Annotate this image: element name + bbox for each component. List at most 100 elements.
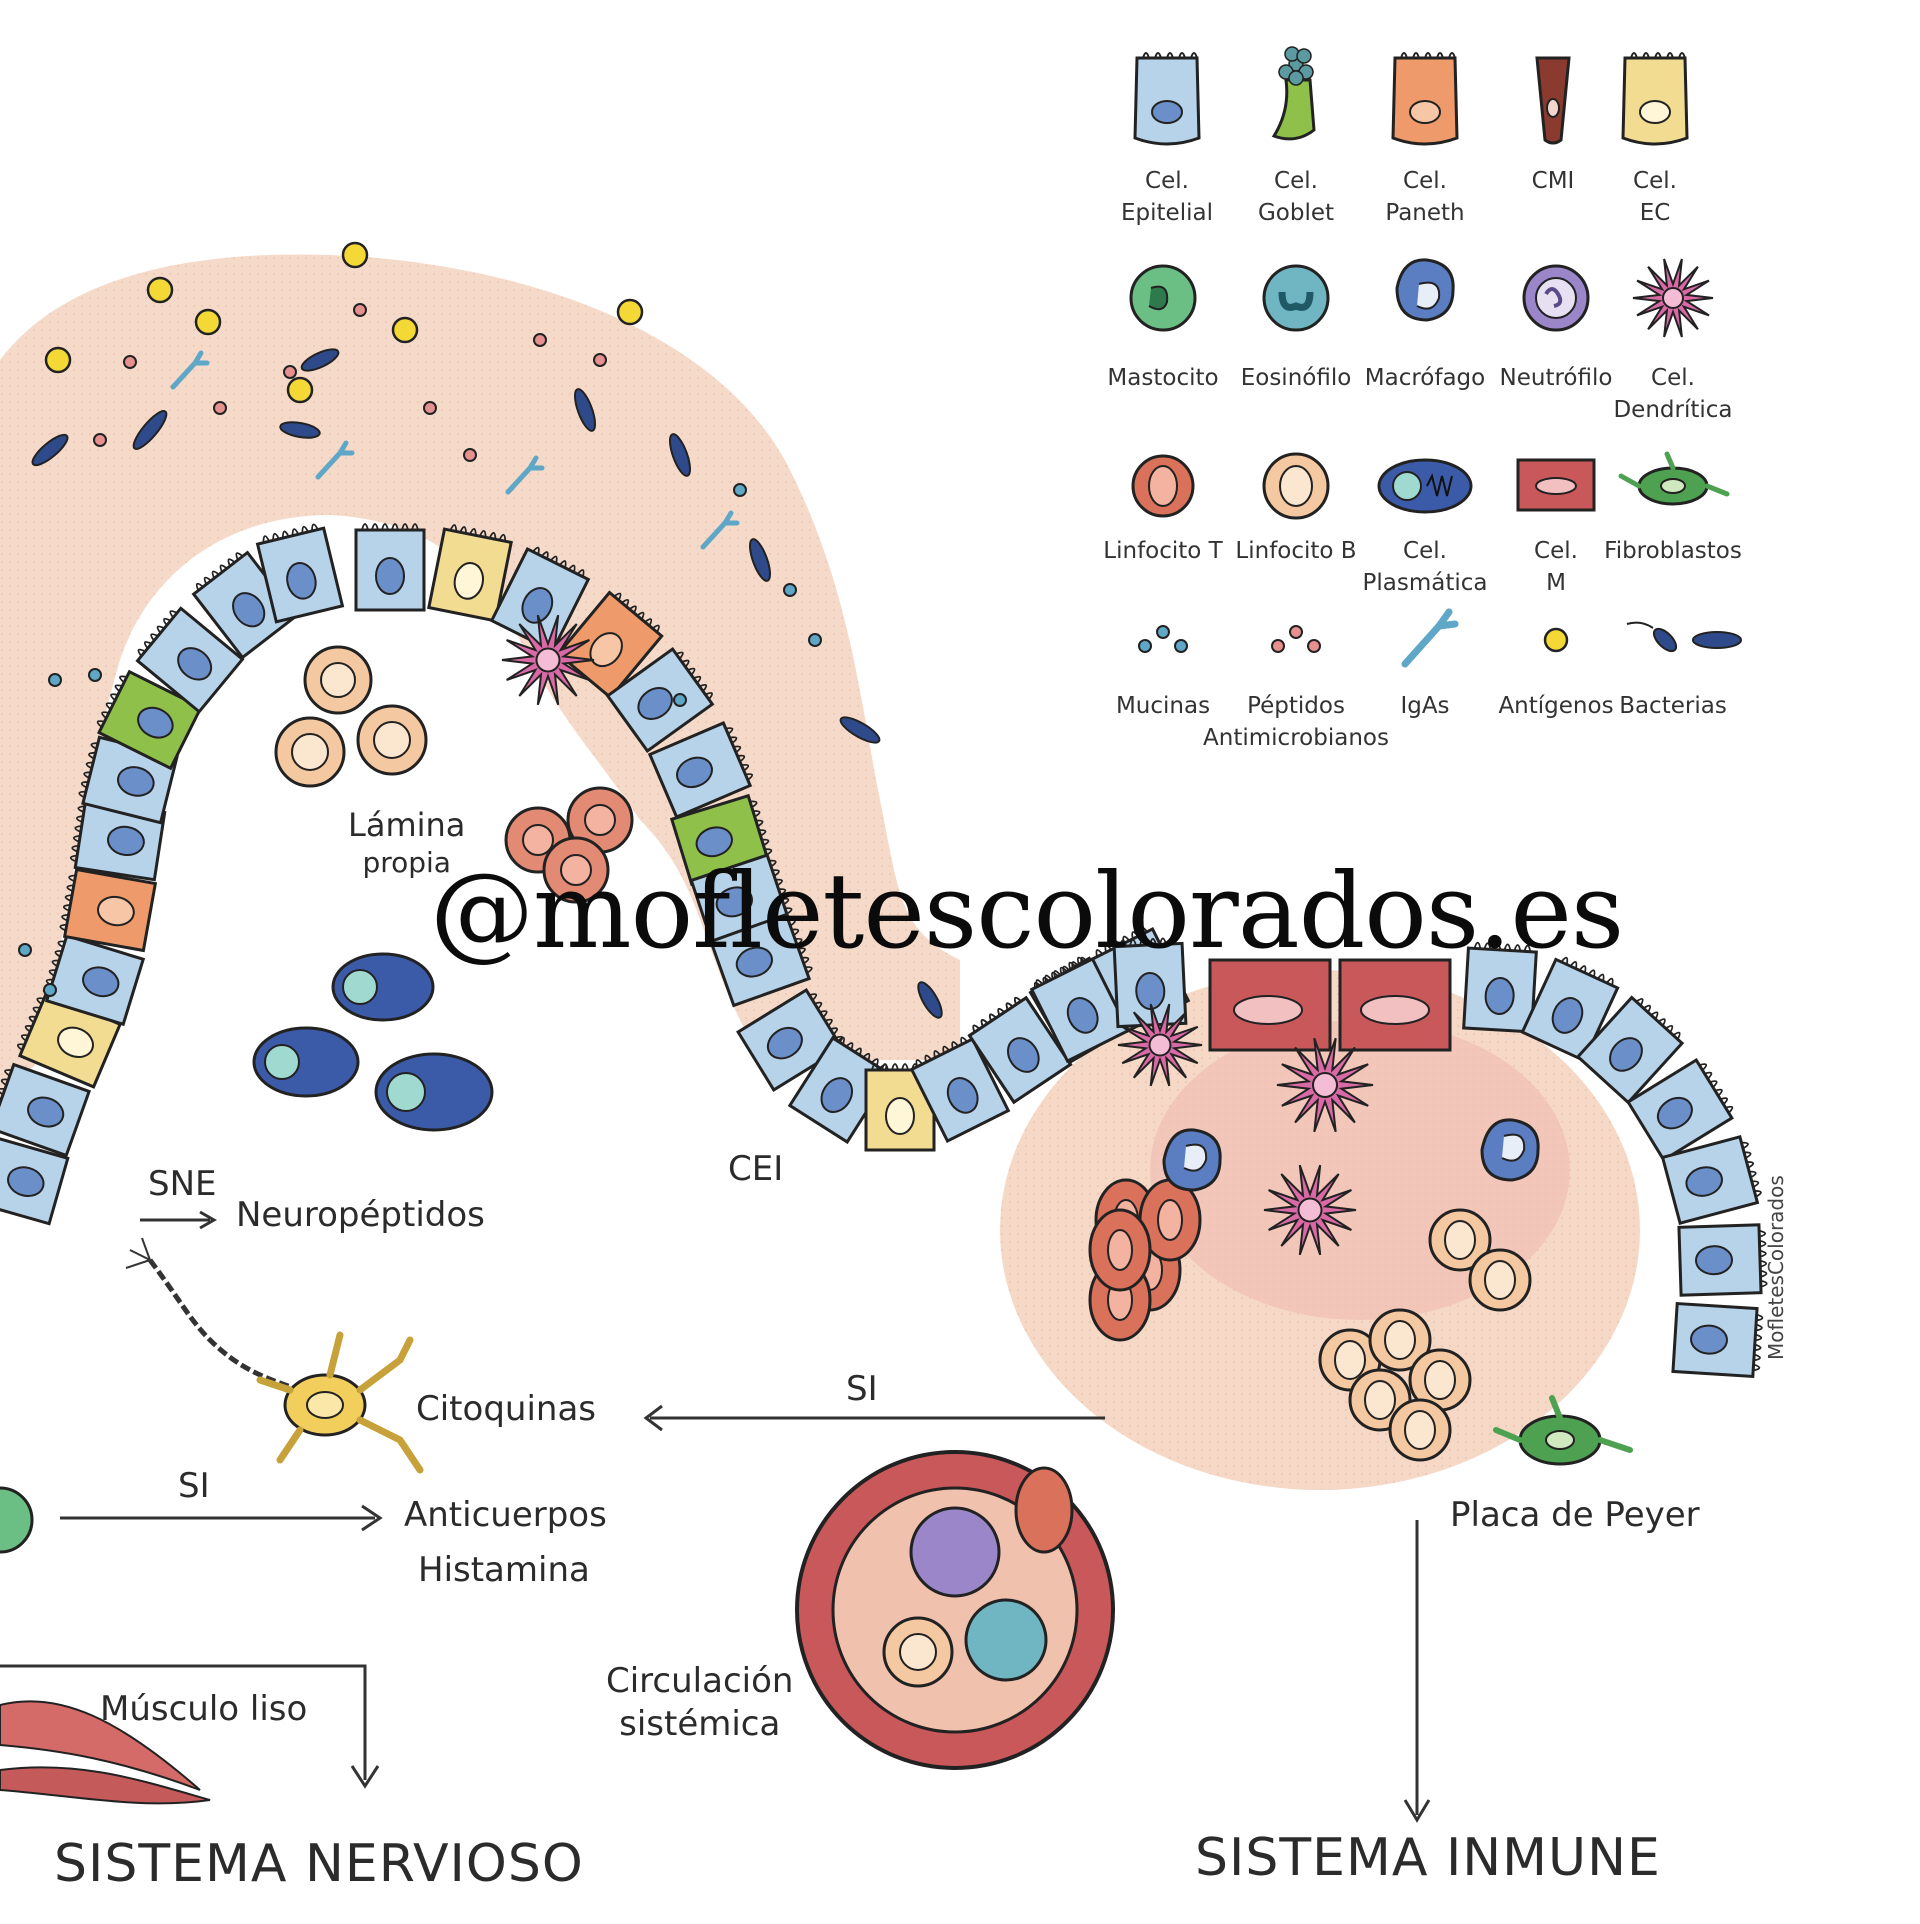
musculo-liso-label: Músculo liso [100,1689,308,1729]
cel-goblet-icon [1271,46,1316,141]
epithelial-cell [59,867,158,953]
cel-ec-icon [1621,52,1689,146]
neutrofilo-icon [1522,264,1590,332]
citoquinas-label: Citoquinas [416,1389,596,1429]
peyer-epithelium [967,936,1768,1379]
legend-label-line: Mastocito [1107,365,1219,391]
peptidos-icon [1271,625,1321,653]
legend-label-cel-plasmatica: Cel. Plasmática [1363,535,1488,599]
sne-label: SNE [148,1164,217,1204]
legend-label-macrofago: Macrófago [1365,362,1485,394]
legend-label-line: Dendrítica [1613,397,1733,424]
legend-label-line: Fibroblastos [1604,538,1742,564]
mastocyte-edge [0,1486,34,1554]
legend-label-line: Mucinas [1115,693,1211,719]
legend-label-eosinofilo: Eosinófilo [1241,362,1352,394]
blood-vessel [795,1450,1115,1770]
cel-paneth-icon [1391,52,1459,146]
smooth-muscle [0,1700,211,1805]
legend-label-neutrofilo: Neutrófilo [1500,362,1613,394]
legend-label-line: Cel. [1534,538,1578,564]
peyer-epithelial-cell [1626,1058,1734,1162]
peyer-epithelial-cell [967,995,1073,1105]
lumen-particles [18,241,943,1019]
legend-label-line: Neutrófilo [1499,365,1613,391]
sistema-nervioso-title: SISTEMA NERVIOSO [54,1834,584,1894]
legend-label-line: Goblet [1257,200,1335,227]
legend-label-line: Cel. [1403,168,1447,194]
legend-label-line: Plasmática [1362,570,1488,597]
legend-label-line: Linfocito T [1103,538,1223,564]
placa-peyer-label: Placa de Peyer [1450,1495,1700,1535]
epithelial-cell [69,798,167,882]
epithelial-cell [42,933,146,1027]
legend-label-line: Cel. [1651,365,1695,391]
legend-label-line: Paneth [1385,200,1465,227]
legend-label-line: CMI [1531,168,1575,194]
legend-label-line: Péptidos [1247,693,1345,719]
legend-label-line: Cel. [1145,168,1189,194]
legend-label-cel-m: Cel.M [1534,535,1578,599]
legend-label-linfocito-b: Linfocito B [1235,535,1356,567]
legend-label-line: Linfocito B [1235,538,1357,564]
legend-label-line: Epitelial [1121,200,1213,227]
linfocito-t-icon [1131,454,1195,518]
peyer-epithelial-cell [1029,956,1131,1063]
legend-label-line: Cel. [1403,538,1447,564]
igas-icon [1401,608,1459,668]
legend-label-cel-paneth: Cel. Paneth [1385,165,1464,229]
legend-label-igas: IgAs [1400,690,1449,722]
legend-label-line: EC [1639,200,1671,227]
enteric-neuron [125,1237,424,1474]
legend-label-line: IgAs [1400,693,1450,719]
bacterias-icon [1626,621,1742,653]
peyer-epithelial-cell [1671,1301,1764,1379]
epithelial-cell [0,1134,70,1226]
epithelial-cell [909,1036,1011,1143]
epithelial-cell [864,1063,936,1152]
mucinas-icon [1138,625,1188,653]
lamina-propia-label: Lámina propia [348,806,466,879]
cel-dendritica-icon [1632,258,1714,338]
legend-label-bacterias: Bacterias [1619,690,1727,722]
peyer-epithelial-cell [1677,1223,1768,1297]
epithelial-cell [255,523,345,624]
fibroblast-peyer [1493,1395,1633,1466]
anticuerpos-label: Anticuerpos [404,1495,607,1535]
peyer-epithelial-cell [1660,1135,1762,1225]
legend-label-linfocito-t: Linfocito T [1103,535,1222,567]
sistema-inmune-title: SISTEMA INMUNE [1195,1828,1661,1888]
legend-label-line: Macrófago [1364,365,1486,391]
epithelial-cell [787,1035,893,1145]
cel-plasmatica-icon [1377,458,1473,514]
legend-label-fibroblastos: Fibroblastos [1604,535,1742,567]
histamina-label: Histamina [418,1550,590,1590]
epithelial-cell [0,1062,92,1158]
epithelial-cell [708,912,813,1008]
mastocito-icon [1129,264,1197,332]
legend-label-cel-ec: Cel.EC [1633,165,1677,229]
mucus-layer [0,254,960,1101]
cel-m-icon [1516,458,1596,512]
si-bottom-label: SI [178,1466,210,1506]
lamina-propria-cells [252,645,634,1132]
legend-label-cel-dendritica: Cel. Dendrítica [1613,362,1732,426]
legend-label-cel-goblet: Cel.Goblet [1258,165,1334,229]
si-top-label: SI [846,1369,878,1409]
cei-label: CEI [728,1149,784,1189]
epithelial-cell [191,550,299,660]
epithelial-cell [489,546,591,653]
artist-signature: MofletesColorados [1764,1175,1788,1360]
linfocito-b-icon [1262,452,1330,520]
legend-label-mucinas: Mucinas [1116,690,1210,722]
watermark: @mofletescolorados.es [430,850,1624,972]
legend-label-line: Antimicrobianos [1203,725,1389,752]
fibroblastos-icon [1618,451,1730,506]
peyer-lymphocytes [1088,1118,1540,1462]
legend-label-antigenos: Antígenos [1498,690,1613,722]
neuropeptidos-label: Neuropéptidos [236,1195,485,1235]
legend-label-mastocito: Mastocito [1107,362,1218,394]
legend-label-cmi: CMI [1532,165,1575,197]
